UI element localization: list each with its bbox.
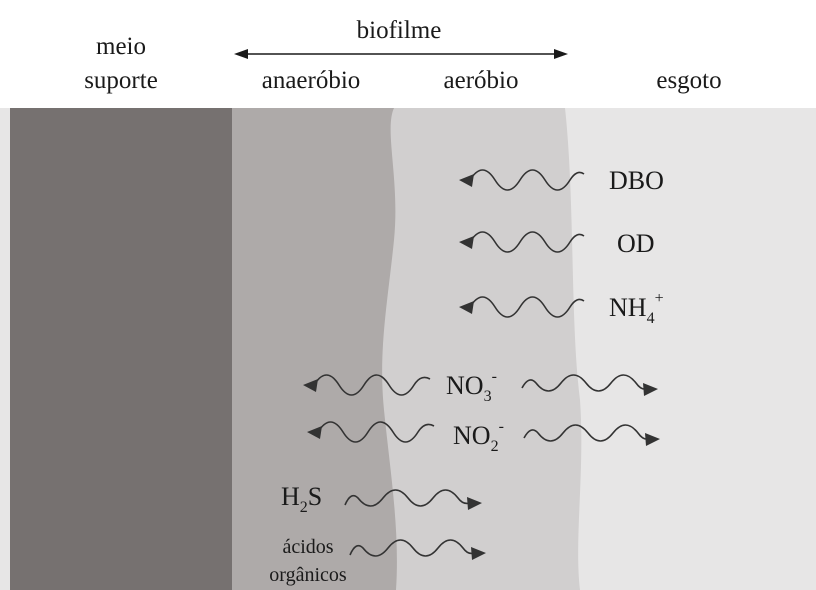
anaerobic-label: anaeróbio — [262, 67, 361, 94]
organic-acids-label-line2: orgânicos — [269, 564, 347, 586]
h2s-outward-arrow — [344, 489, 482, 510]
dbo-diffusion-arrow — [459, 169, 585, 191]
no2-label: NO2- — [453, 418, 504, 455]
no3-inward-arrow — [303, 374, 431, 396]
no2-inward-arrow — [307, 421, 435, 443]
nh4-label: NH4+ — [609, 290, 664, 327]
support-label-line2: suporte — [84, 67, 158, 94]
support-label: meio — [96, 33, 146, 60]
od-label: OD — [617, 229, 655, 258]
biofilm-label: biofilme — [357, 17, 442, 44]
no3-label: NO3- — [446, 368, 497, 405]
no2-outward-arrow — [523, 424, 660, 446]
nh4-diffusion-arrow — [459, 296, 585, 318]
organic-acids-outward-arrow — [349, 539, 486, 560]
od-diffusion-arrow — [459, 231, 585, 253]
anaerobic-layer — [232, 108, 397, 590]
organic-acids-label: ácidos — [282, 536, 333, 558]
sewage-label: esgoto — [656, 67, 721, 94]
aerobic-label: aeróbio — [444, 67, 519, 94]
no3-outward-arrow — [521, 374, 658, 396]
dbo-label: DBO — [609, 166, 664, 195]
h2s-label: H2S — [281, 482, 322, 516]
biofilm-span-arrow — [234, 49, 568, 59]
support-medium — [10, 108, 232, 590]
